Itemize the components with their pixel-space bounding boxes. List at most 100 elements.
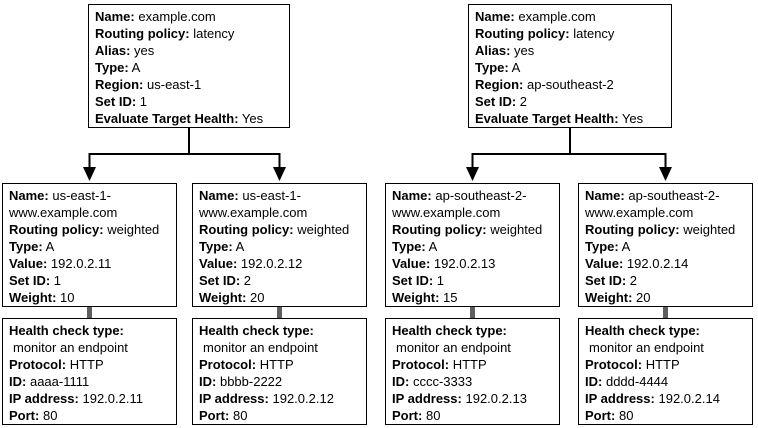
field-label: Value: bbox=[9, 256, 48, 271]
field-value: weighted bbox=[683, 222, 736, 237]
health-check-box-3: Health check type: monitor an endpoint Pr… bbox=[385, 318, 560, 425]
field-type: Type: A bbox=[475, 59, 667, 76]
tree-lines bbox=[88, 128, 667, 170]
field-label: Set ID: bbox=[95, 94, 137, 109]
field-evaluate-target-health: Evaluate Target Health: Yes bbox=[95, 110, 285, 127]
field-type: Type: A bbox=[9, 238, 172, 255]
field-label: Health check type: bbox=[585, 323, 700, 338]
field-label: ID: bbox=[9, 374, 27, 389]
field-label: Value: bbox=[585, 256, 624, 271]
field-set-id: Set ID: 2 bbox=[475, 93, 667, 110]
field-label: ID: bbox=[585, 374, 603, 389]
field-value: HTTP bbox=[69, 357, 104, 372]
field-protocol: Protocol: HTTP bbox=[392, 356, 555, 373]
field-label: Set ID: bbox=[475, 94, 517, 109]
field-region: Region: ap-southeast-2 bbox=[475, 76, 667, 93]
field-label: Value: bbox=[199, 256, 238, 271]
field-value: 2 bbox=[519, 94, 528, 109]
field-value: 2 bbox=[243, 273, 252, 288]
field-value: 192.0.2.13 bbox=[433, 256, 496, 271]
field-health-check-type: Health check type: monitor an endpoint bbox=[392, 322, 555, 356]
field-id: ID: cccc-3333 bbox=[392, 373, 555, 390]
field-label: Routing policy: bbox=[95, 26, 190, 41]
field-value: us-east-1-www.example.com bbox=[199, 188, 308, 220]
field-label: Health check type: bbox=[9, 323, 124, 338]
field-label: Weight: bbox=[392, 290, 440, 305]
field-value: aaaa-1111 bbox=[29, 374, 90, 389]
health-connector-bar bbox=[470, 306, 475, 318]
health-connector-bar bbox=[87, 306, 92, 318]
field-value: 192.0.2.14 bbox=[626, 256, 689, 271]
field-label: Type: bbox=[95, 60, 129, 75]
health-check-box-4: Health check type:monitor an endpoint Pr… bbox=[578, 318, 753, 425]
field-value: monitor an endpoint bbox=[396, 340, 511, 355]
field-value: monitor an endpoint bbox=[589, 340, 704, 355]
field-label: Region: bbox=[475, 77, 524, 92]
field-value: Yes bbox=[621, 111, 644, 126]
field-value: weighted bbox=[490, 222, 543, 237]
field-port: Port: 80 bbox=[585, 407, 748, 424]
health-connector-bar bbox=[663, 306, 668, 318]
field-label: Routing policy: bbox=[392, 222, 487, 237]
field-port: Port: 80 bbox=[199, 407, 362, 424]
field-health-check-type: Health check type:monitor an endpoint bbox=[9, 322, 172, 356]
field-value: example.com bbox=[518, 9, 596, 24]
field-value: 80 bbox=[42, 408, 58, 423]
field-routing-policy: Routing policy: weighted bbox=[199, 221, 362, 238]
field-value: A bbox=[45, 239, 55, 254]
field-label: Type: bbox=[199, 239, 233, 254]
field-label: Region: bbox=[95, 77, 144, 92]
field-ip-address: IP address: 192.0.2.11 bbox=[9, 390, 172, 407]
field-label: ID: bbox=[199, 374, 217, 389]
weighted-record-box-2: Name: us-east-1-www.example.com Routing … bbox=[192, 183, 367, 307]
field-set-id: Set ID: 2 bbox=[585, 272, 748, 289]
weighted-record-box-1: Name: us-east-1-www.example.com Routing … bbox=[2, 183, 177, 307]
field-value: 1 bbox=[139, 94, 148, 109]
field-name: Name: example.com bbox=[475, 8, 667, 25]
field-evaluate-target-health: Evaluate Target Health: Yes bbox=[475, 110, 667, 127]
field-value: A bbox=[131, 60, 141, 75]
field-label: Port: bbox=[392, 408, 423, 423]
field-label: Type: bbox=[475, 60, 509, 75]
field-routing-policy: Routing policy: latency bbox=[475, 25, 667, 42]
field-label: Value: bbox=[392, 256, 431, 271]
field-protocol: Protocol: HTTP bbox=[199, 356, 362, 373]
field-value-ip: Value: 192.0.2.14 bbox=[585, 255, 748, 272]
field-label: Set ID: bbox=[199, 273, 241, 288]
field-label: Weight: bbox=[9, 290, 57, 305]
field-label: Routing policy: bbox=[585, 222, 680, 237]
field-name: Name: ap-southeast-2-www.example.com bbox=[585, 187, 748, 221]
field-value: us-east-1 bbox=[147, 77, 202, 92]
field-value: bbbb-2222 bbox=[219, 374, 283, 389]
field-value: 80 bbox=[232, 408, 248, 423]
field-value: 192.0.2.13 bbox=[465, 391, 527, 406]
arrow-down-icon bbox=[659, 167, 672, 181]
field-port: Port: 80 bbox=[392, 407, 555, 424]
field-ip-address: IP address: 192.0.2.13 bbox=[392, 390, 555, 407]
latency-record-box-ap-southeast-2: Name: example.com Routing policy: latenc… bbox=[468, 4, 672, 128]
field-label: Health check type: bbox=[392, 323, 507, 338]
field-value: weighted bbox=[297, 222, 350, 237]
field-label: Alias: bbox=[95, 43, 131, 58]
field-value: A bbox=[511, 60, 521, 75]
health-check-box-1: Health check type:monitor an endpoint Pr… bbox=[2, 318, 177, 425]
field-label: Type: bbox=[9, 239, 43, 254]
field-name: Name: ap-southeast-2-www.example.com bbox=[392, 187, 555, 221]
field-ip-address: IP address: 192.0.2.12 bbox=[199, 390, 362, 407]
field-value: 2 bbox=[629, 273, 638, 288]
field-label: Name: bbox=[585, 188, 625, 203]
field-value: A bbox=[428, 239, 438, 254]
field-type: Type: A bbox=[392, 238, 555, 255]
field-type: Type: A bbox=[585, 238, 748, 255]
field-label: Routing policy: bbox=[199, 222, 294, 237]
field-value: A bbox=[621, 239, 631, 254]
health-check-box-2: Health check type:monitor an endpoint Pr… bbox=[192, 318, 367, 425]
field-label: Type: bbox=[392, 239, 426, 254]
field-label: ID: bbox=[392, 374, 410, 389]
field-value: yes bbox=[514, 43, 535, 58]
field-label: IP address: bbox=[199, 391, 269, 406]
field-value: dddd-4444 bbox=[605, 374, 669, 389]
field-value-ip: Value: 192.0.2.12 bbox=[199, 255, 362, 272]
field-value: HTTP bbox=[259, 357, 294, 372]
